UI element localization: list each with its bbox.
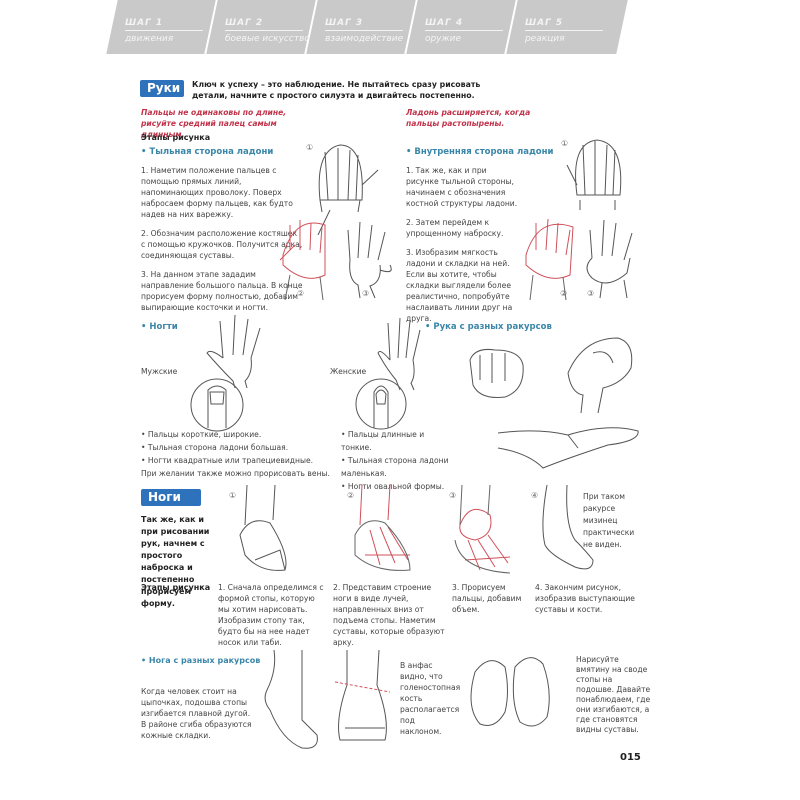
step-text: 3. Изобразим мягкость ладони и складки н… [406,248,513,323]
female-hand-sketch [377,317,421,391]
hand-grip-sketch [567,337,633,414]
step-text: 1. Так же, как и при рисунке тыльной сто… [406,166,518,208]
soles-sketch [470,657,550,727]
male-characteristics: • Пальцы короткие, широкие. • Тыльная ст… [141,428,341,480]
hand-angles-heading: • Рука с разных ракурсов [425,322,552,332]
foot-step-4: 4. Закончим рисунок, изобразив выступающ… [535,583,635,614]
step-marker: ② [560,289,568,298]
palm-sketch-wireframe [566,139,622,210]
list-item: • Тыльная сторона ладони большая. [141,443,289,452]
tiptoe-text: Когда человек стоит на цыпочках, подошва… [141,687,252,740]
step-marker: ③ [362,289,370,298]
legs-stages-heading: Этапы рисунка [141,583,211,592]
tab-step-1[interactable]: ШАГ 1 движения [106,0,216,54]
palm-sketch-simplified [525,218,574,301]
step-text: 1. Наметим положение пальцев с помощью п… [141,166,293,219]
foot-sketch-step1 [239,484,287,571]
tab-step-number: ШАГ 3 [324,18,403,31]
page-number: 015 [620,752,641,763]
step-marker: ① [306,143,314,152]
tab-step-label: движения [124,34,174,44]
section-badge-legs: Ноги [141,489,201,506]
list-item: • Пальцы короткие, широкие. [141,430,262,439]
tiptoe-foot-sketch [264,649,318,749]
tab-step-2[interactable]: ШАГ 2 боевые искусство [206,0,316,54]
palm-heading: • Внутренняя сторона ладони [406,147,554,157]
legs-intro: Так же, как и при рисовании рук, начнем … [141,515,210,608]
tab-step-label: взаимодействие [324,34,404,44]
foot-sketch-step3 [454,484,511,574]
list-item: При желании также можно прорисовать вены… [141,469,330,478]
back-of-hand-steps: 1. Наметим положение пальцев с помощью п… [141,165,303,321]
male-hand-sketch [206,314,261,389]
lying-hand-sketch [497,427,639,469]
tab-step-label: боевые искусство [224,34,310,44]
foot-sketch-step2 [354,484,411,571]
step-text: 2. Затем перейдем к упрощенному наброску… [406,218,504,238]
foot-sketch-step4 [542,484,594,570]
legs-side-note: При таком ракурсе мизинец практически не… [583,492,635,549]
male-nail-closeup [190,378,244,432]
step-marker: ③ [587,289,595,298]
hand-sketch-finished [347,221,392,299]
section-badge-hands: Руки [140,80,184,97]
hand-sketch-knuckles [279,220,326,301]
sole-text: Нарисуйте вмятину на своде стопы на подо… [576,655,651,734]
stages-heading: Этапы рисунка [141,133,211,142]
tab-step-number: ШАГ 1 [124,18,203,31]
tab-step-number: ШАГ 5 [524,18,603,31]
back-of-hand-heading: • Тыльная сторона ладони [141,147,274,157]
step-marker: ② [297,289,305,298]
front-foot-sketch [334,649,391,741]
tab-step-number: ШАГ 2 [224,18,303,31]
step-marker: ① [229,491,237,500]
tab-step-label: оружие [424,34,462,44]
note-palm-widens: Ладонь расширяется, когда пальцы растопы… [406,108,531,128]
note-finger-length: Пальцы не одинаковы по длине, рисуйте ср… [141,108,287,139]
tab-step-number: ШАГ 4 [424,18,503,31]
step-marker: ④ [531,491,539,500]
tab-step-4[interactable]: ШАГ 4 оружие [406,0,516,54]
step-text: 2. Обозначим расположение костяшек с пом… [141,229,303,260]
chapter-steps-nav: ШАГ 1 движения ШАГ 2 боевые искусство ШАГ … [106,0,647,54]
female-characteristics: • Пальцы длинные и тонкие. • Тыльная сто… [341,428,451,493]
foot-step-2: 2. Представим строение ноги в виде лучей… [333,583,445,647]
step-marker: ① [561,139,569,148]
tab-step-3[interactable]: ШАГ 3 взаимодействие [306,0,416,54]
male-label: Мужские [141,367,178,376]
step-marker: ③ [449,491,457,500]
front-view-text: В анфас видно, что голеностопная кость р… [400,661,461,736]
list-item: • Ногти квадратные или трапециевидные. [141,456,314,465]
tab-step-label: реакция [524,34,565,44]
female-nail-closeup [355,378,407,430]
foot-step-3: 3. Прорисуем пальцы, добавим объем. [452,583,522,614]
list-item: • Пальцы длинные и тонкие. [341,430,425,452]
leg-angles-heading: • Нога с разных ракурсов [141,656,261,665]
step-marker: ② [347,491,355,500]
hand-sketch-wireframe [317,144,379,236]
tab-step-5[interactable]: ШАГ 5 реакция [506,0,628,54]
foot-step-1: 1. Сначала определимся с формой стопы, к… [218,583,324,647]
palm-steps: 1. Так же, как и при рисунке тыльной сто… [406,165,518,332]
female-label: Женские [330,367,367,376]
palm-sketch-finished [586,219,633,299]
hands-intro: Ключ к успеху – это наблюдение. Не пытай… [192,80,481,100]
fist-sketch [469,349,524,398]
nails-heading: • Ногти [141,322,178,332]
list-item: • Тыльная сторона ладони маленькая. [341,456,449,478]
step-text: 3. На данном этапе зададим направление б… [141,270,303,312]
list-item: • Ногти овальной формы. [341,482,445,491]
